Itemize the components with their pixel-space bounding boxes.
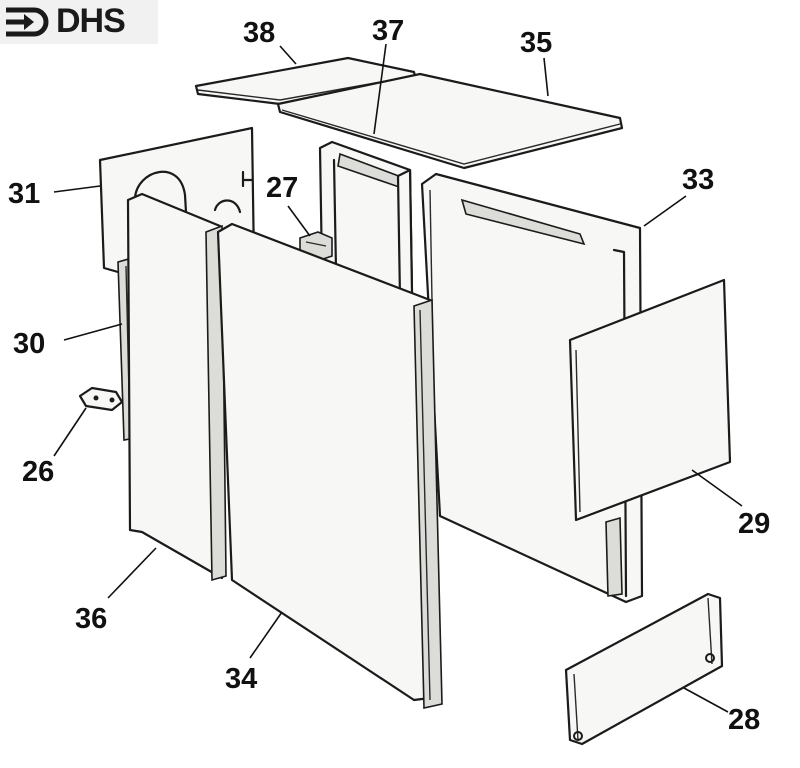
part-label-35: 35 bbox=[520, 27, 553, 59]
part-label-34: 34 bbox=[225, 663, 258, 695]
part-26-bracket bbox=[78, 386, 124, 412]
leader-35 bbox=[543, 57, 549, 97]
part-28-kick-plate bbox=[564, 592, 724, 746]
part-29-right-door-panel bbox=[568, 278, 732, 522]
leader-26 bbox=[53, 407, 87, 457]
part-label-28: 28 bbox=[728, 704, 761, 736]
leader-30 bbox=[63, 323, 123, 341]
part-label-26: 26 bbox=[22, 456, 55, 488]
leader-27 bbox=[287, 205, 311, 237]
part-36-left-door bbox=[126, 192, 227, 582]
leader-29 bbox=[691, 469, 743, 507]
leader-31 bbox=[53, 185, 101, 193]
part-label-30: 30 bbox=[13, 328, 46, 360]
leader-36 bbox=[107, 547, 157, 599]
part-label-27: 27 bbox=[266, 172, 299, 204]
part-label-36: 36 bbox=[75, 603, 108, 635]
dhs-arrow-logo-icon bbox=[6, 7, 49, 37]
part-label-37: 37 bbox=[372, 15, 405, 47]
leader-lines bbox=[53, 43, 743, 713]
part-label-38: 38 bbox=[243, 17, 276, 49]
part-label-29: 29 bbox=[738, 508, 771, 540]
part-label-33: 33 bbox=[682, 164, 715, 196]
part-34-main-door bbox=[216, 222, 443, 709]
dhs-logo: DHS bbox=[0, 0, 158, 44]
leader-38 bbox=[279, 45, 297, 65]
leader-34 bbox=[249, 611, 283, 659]
logo-text: DHS bbox=[56, 2, 126, 40]
leader-28 bbox=[683, 687, 729, 713]
part-label-31: 31 bbox=[8, 178, 41, 210]
leader-33 bbox=[643, 195, 687, 227]
leader-37 bbox=[373, 43, 387, 135]
part-35-top-right-panel bbox=[276, 72, 624, 170]
